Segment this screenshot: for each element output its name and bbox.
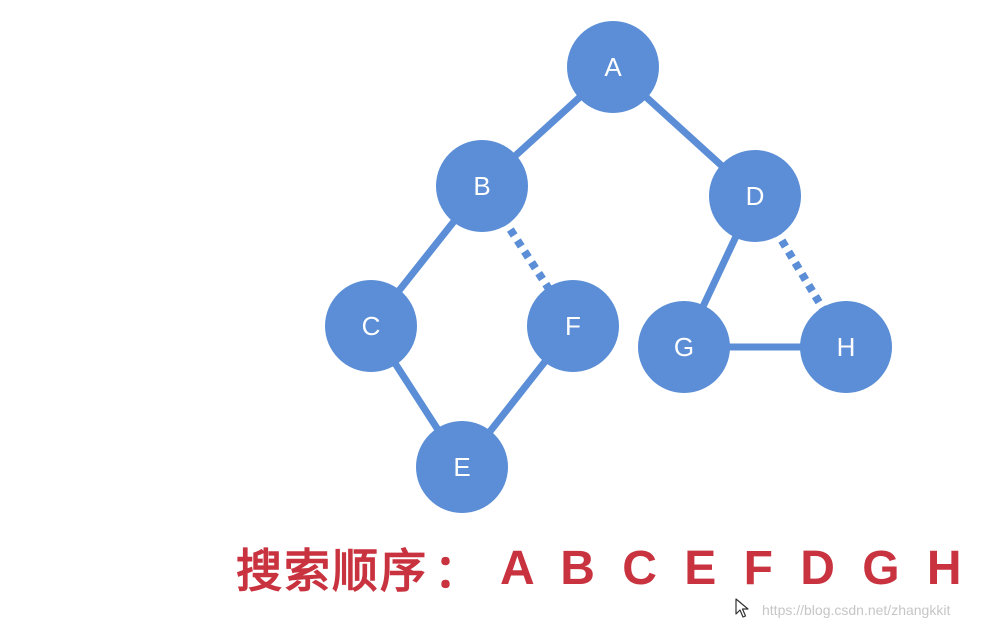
search-order-label: 搜索顺序 (236, 544, 428, 598)
edges-layer (368, 64, 850, 470)
node-circle-e (416, 421, 508, 513)
search-order-sequence: A B C E F D G H (500, 541, 963, 595)
node-circle-a (567, 21, 659, 113)
node-label-e: E (453, 452, 470, 482)
node-label-c: C (362, 311, 381, 341)
node-label-d: D (746, 181, 765, 211)
node-c: C (325, 280, 417, 372)
node-circle-f (527, 280, 619, 372)
node-e: E (416, 421, 508, 513)
node-circle-g (638, 301, 730, 393)
node-label-f: F (565, 311, 581, 341)
search-order-separator: ： (434, 544, 482, 598)
node-circle-h (800, 301, 892, 393)
node-d: D (709, 150, 801, 242)
node-label-h: H (837, 332, 856, 362)
node-b: B (436, 140, 528, 232)
watermark-url: https://blog.csdn.net/zhangkkit (762, 602, 951, 618)
node-circle-d (709, 150, 801, 242)
node-g: G (638, 301, 730, 393)
node-label-g: G (674, 332, 694, 362)
node-h: H (800, 301, 892, 393)
node-label-b: B (473, 171, 490, 201)
search-order-caption: 搜索顺序： A B C E F D G H (236, 532, 963, 604)
node-circle-c (325, 280, 417, 372)
node-f: F (527, 280, 619, 372)
mouse-pointer-icon (735, 598, 749, 618)
node-label-a: A (604, 52, 622, 82)
node-a: A (567, 21, 659, 113)
nodes-layer: A B C D E F G H (325, 21, 892, 513)
node-circle-b (436, 140, 528, 232)
